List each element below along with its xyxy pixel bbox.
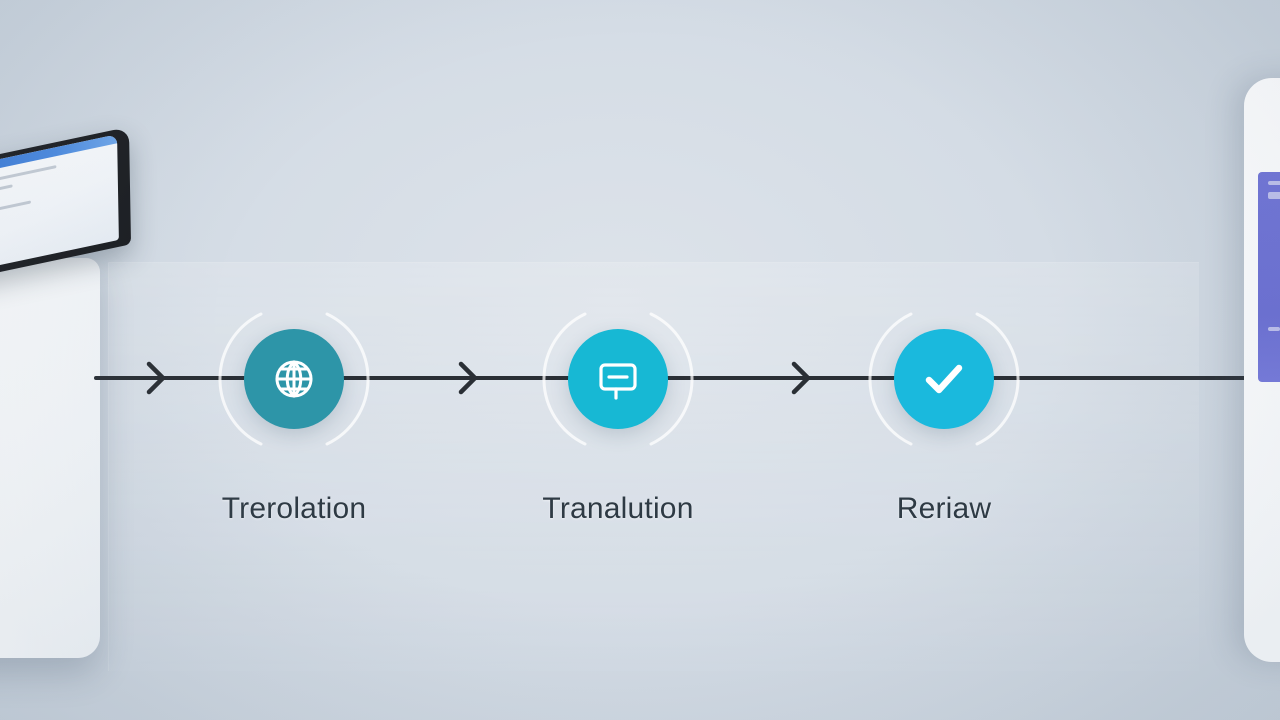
halo-ring-2 — [542, 312, 694, 446]
phone-text-line — [1268, 192, 1280, 199]
step-node-1[interactable] — [215, 300, 373, 458]
globe-icon — [275, 360, 313, 398]
step-label-3: Reriaw — [896, 492, 992, 525]
check-icon — [925, 364, 963, 394]
arrowhead-1 — [146, 361, 166, 395]
phone-screen — [1258, 172, 1280, 382]
step-circle-1[interactable] — [244, 329, 344, 429]
phone-text-line — [1268, 181, 1280, 185]
step-circle-3[interactable] — [894, 329, 994, 429]
chat-bubble-icon — [599, 363, 637, 400]
step-node-2[interactable] — [539, 300, 697, 458]
step-label-2: Tranalution — [542, 492, 694, 525]
phone-illustration — [1244, 78, 1280, 662]
phone-text-line — [1268, 327, 1280, 331]
step-node-3[interactable] — [865, 300, 1023, 458]
laptop-base — [0, 258, 100, 658]
laptop-illustration — [0, 126, 138, 670]
arrowhead-2 — [458, 361, 478, 395]
halo-ring-1 — [218, 312, 370, 446]
step-label-1: Trerolation — [221, 492, 367, 525]
halo-ring-3 — [868, 312, 1020, 446]
arrowhead-3 — [791, 361, 811, 395]
step-circle-2[interactable] — [568, 329, 668, 429]
